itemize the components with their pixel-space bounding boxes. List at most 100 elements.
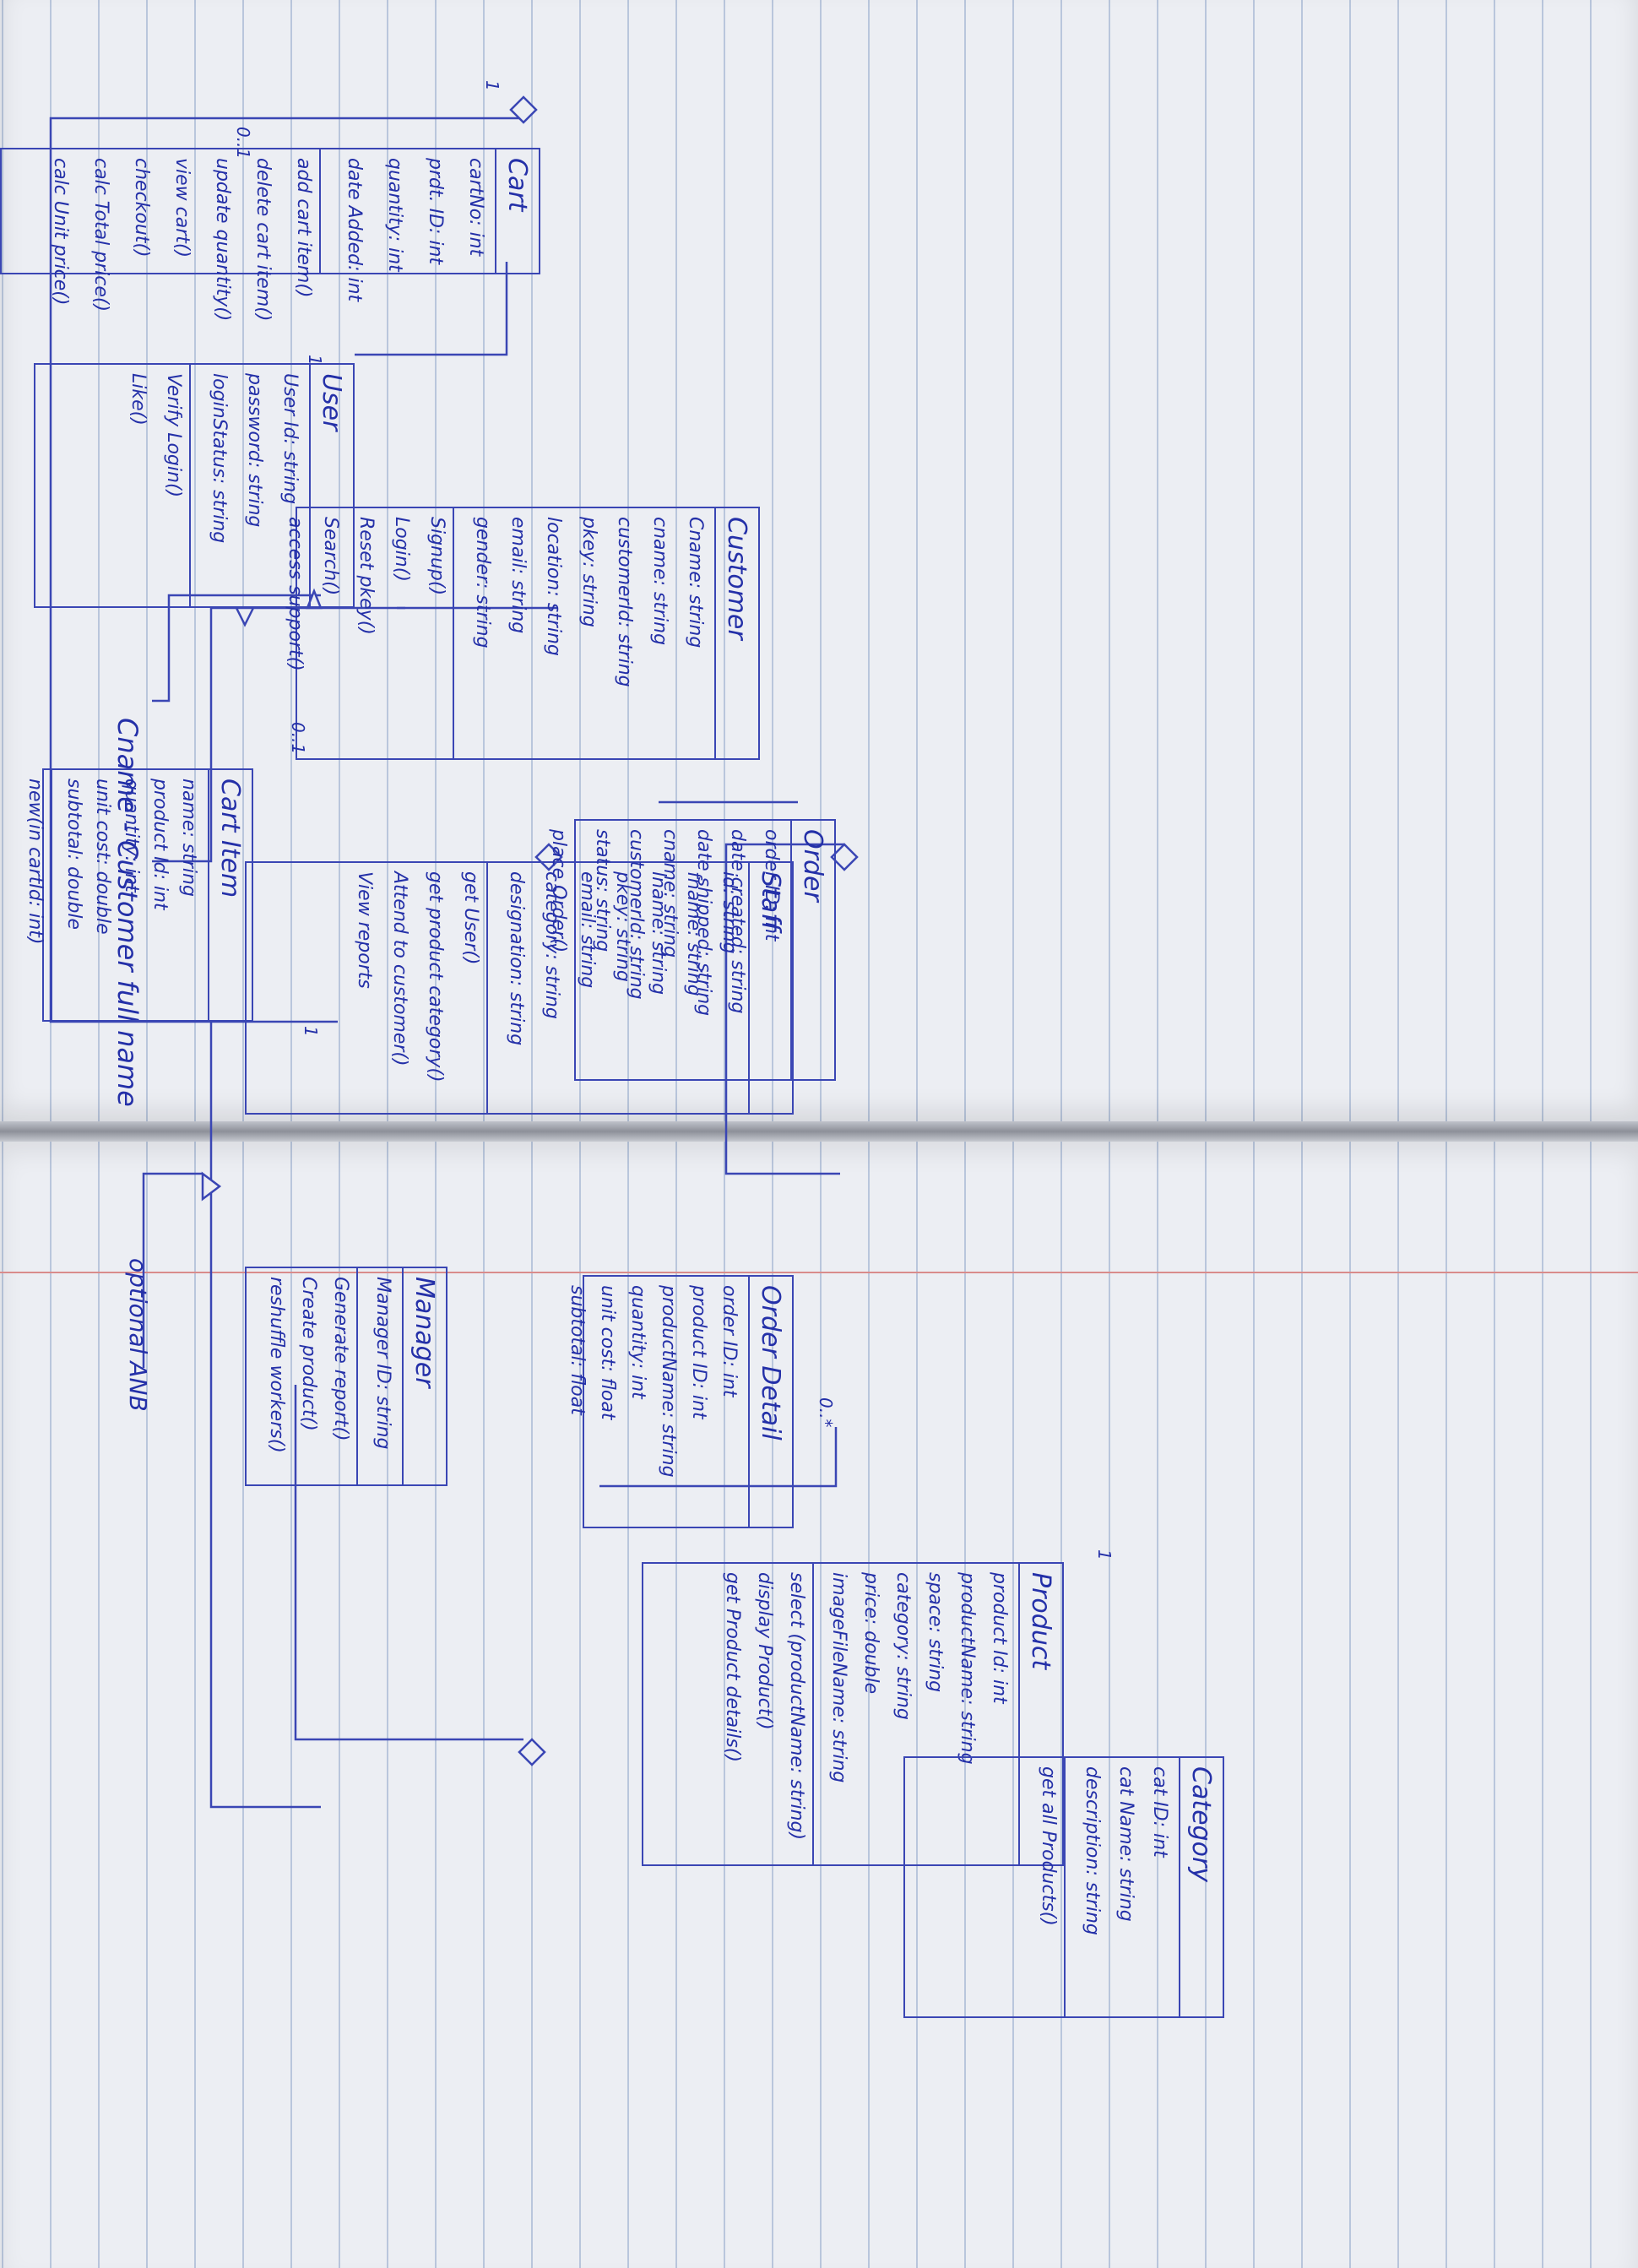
class-product-name: Product [1026, 1572, 1055, 1670]
method-row: calc Total price() [90, 158, 111, 312]
class-order-detail-name: Order Detail [756, 1285, 785, 1441]
multiplicity-cart-item-side: 0..1 [288, 722, 308, 755]
class-cart-item-name: Cart Item [215, 779, 245, 898]
method-row: View reports [354, 871, 375, 989]
aggregation-diamond-category [518, 1738, 546, 1766]
class-order: Order order ID: int date created: string d… [548, 819, 836, 1081]
class-cart: Cart cartNo: int prdt. ID: int quantity: i… [0, 148, 540, 321]
method-separator [1064, 1758, 1066, 2016]
line-user-generalization [152, 594, 321, 703]
attribute-row: cat ID: int [1149, 1766, 1170, 1858]
method-row: new(in cartId: int) [24, 779, 46, 945]
attribute-row: name: string [178, 779, 199, 897]
method-row: select (productName: string) [786, 1572, 807, 1841]
generalization-arrow-user-right [234, 606, 256, 627]
attribute-row: productName: string [957, 1572, 978, 1765]
attribute-row: unit cost: double [92, 779, 113, 935]
method-row: checkout() [131, 158, 152, 258]
attribute-row: quantity: int [121, 779, 142, 893]
attribute-row: prdt. ID: int [425, 158, 446, 265]
method-row: get all Products() [1038, 1766, 1059, 1926]
attribute-row: Manager ID: string [372, 1277, 393, 1450]
class-order-name: Order [798, 829, 827, 902]
class-cart-name: Cart [502, 158, 532, 212]
attribute-row: date created: string [727, 829, 748, 1014]
class-manager: Manager Manager ID: string Generate repor… [245, 1267, 447, 1486]
attribute-row: quantity: int [384, 158, 405, 272]
attribute-row: User Id: string [279, 373, 301, 505]
line-product-cartitem [209, 1022, 321, 1809]
class-user-name: User [317, 373, 346, 431]
optional-note: optional ANB [124, 1258, 152, 1412]
method-row: get Product details() [722, 1572, 743, 1762]
method-row: display Product() [754, 1572, 775, 1730]
method-row: Login() [391, 517, 412, 582]
attribute-row: location: string [543, 517, 564, 656]
method-row: Generate report() [330, 1277, 351, 1441]
attribute-row: designation: string [506, 871, 527, 1046]
aggregation-diamond-cart [509, 95, 538, 124]
method-row: calc Unit price() [50, 158, 71, 306]
method-row: get product category() [425, 871, 446, 1082]
method-row: Verify Login() [163, 373, 184, 498]
attribute-row: pkey: string [578, 517, 599, 627]
attribute-row: cartNo: int [465, 158, 486, 257]
attribute-row: customerId: string [626, 829, 647, 1000]
line-staff-manager [142, 1172, 203, 1368]
method-row: reshuffle workers() [266, 1277, 287, 1453]
multiplicity-cart-user-cart: 0..1 [233, 127, 253, 160]
method-separator [453, 508, 454, 758]
generalization-arrow-staff [201, 1171, 222, 1202]
method-row: Like() [127, 373, 149, 426]
attribute-row: cat Name: string [1115, 1766, 1136, 1922]
method-separator [319, 149, 321, 273]
attribute-row: Cname: string [685, 517, 706, 648]
class-category-name: Category [1186, 1766, 1216, 1883]
attribute-row: order ID: int [719, 1285, 740, 1397]
aggregation-diamond-staff [534, 843, 563, 871]
method-row: Create product() [298, 1277, 319, 1431]
method-row: Signup() [426, 517, 447, 596]
attribute-row: product Id: int [149, 779, 171, 910]
multiplicity-product-side: 1 [1094, 1549, 1115, 1560]
attribute-row: subtotal: double [63, 779, 84, 931]
multiplicity-cart-user-user: 1 [305, 355, 325, 366]
multiplicity-cart-aggregation: 1 [482, 80, 502, 91]
multiplicity-order-detail-side: 0..* [816, 1397, 836, 1428]
method-separator [574, 821, 576, 1079]
line-order-orderdetail [724, 843, 844, 1175]
method-row: Search() [320, 517, 341, 596]
attribute-row: order ID: int [761, 829, 782, 941]
line-orderdetail-product [599, 1427, 838, 1488]
method-separator [189, 365, 191, 606]
attribute-row: price: double [860, 1572, 881, 1695]
attribute-row: unit cost: float [597, 1285, 618, 1420]
method-row: delete cart item() [252, 158, 274, 322]
method-separator [812, 1564, 814, 1864]
class-manager-name: Manager [410, 1277, 439, 1388]
attribute-row: subtotal: float [567, 1285, 588, 1415]
attribute-row: cname: string [659, 829, 681, 958]
method-row: add cart item() [293, 158, 314, 298]
aggregation-diamond-order [830, 843, 859, 871]
attribute-row: cname: string [649, 517, 670, 646]
attribute-row: date shipped: string [693, 829, 714, 1017]
attribute-row: gender: string [472, 517, 493, 648]
attribute-row: status: string [592, 829, 613, 952]
method-row: view cart() [171, 158, 193, 258]
attribute-row: password: string [244, 373, 265, 528]
generalization-arrow-user [306, 588, 323, 610]
class-cart-item: Cart Item name: string product Id: int qua… [24, 768, 253, 1022]
line-cart-user [355, 262, 508, 356]
attribute-row: productName: string [658, 1285, 679, 1478]
method-row: Attend to customer() [389, 871, 410, 1066]
multiplicity-cart-item-product: 1 [301, 1026, 321, 1037]
line-manager-category [294, 1385, 523, 1741]
attribute-row: quantity: int [627, 1285, 648, 1399]
